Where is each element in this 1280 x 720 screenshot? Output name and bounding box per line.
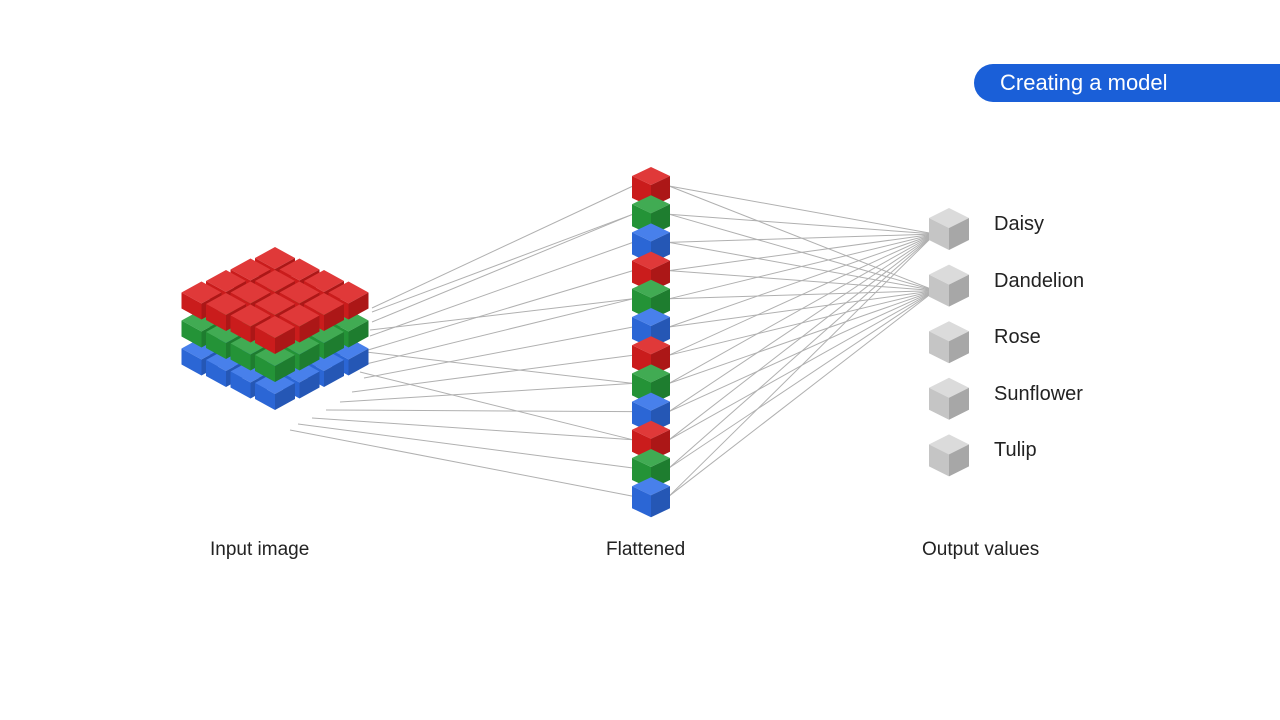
connection-input-to-flat (369, 298, 634, 331)
output-node-sunflower (929, 377, 969, 420)
connection-flat-to-output (668, 185, 936, 235)
input-image-cube (181, 247, 369, 410)
flattened-cell-blue (632, 223, 670, 264)
connection-input-to-flat (289, 429, 634, 497)
flattened-cell-blue (632, 477, 670, 518)
output-node-tulip (929, 434, 969, 477)
connection-flat-to-output (668, 185, 936, 292)
output-node-rose (929, 321, 969, 364)
connection-input-to-flat (369, 241, 634, 337)
connection-lines (289, 185, 936, 497)
caption-input-image: Input image (210, 539, 310, 560)
connection-input-to-flat (371, 185, 634, 309)
flattened-cell-blue (632, 392, 670, 433)
connection-flat-to-output (668, 290, 936, 441)
slide-title-badge: Creating a model (974, 64, 1280, 102)
input-voxel-blue (255, 372, 295, 410)
connection-input-to-flat (365, 351, 634, 384)
connection-input-to-flat (339, 382, 634, 403)
connection-input-to-flat (371, 213, 634, 323)
connection-flat-to-output (668, 290, 936, 384)
connection-flat-to-output (668, 290, 936, 497)
connection-input-to-flat (311, 417, 634, 441)
connection-input-to-flat (365, 298, 634, 365)
connection-input-to-flat (367, 270, 634, 351)
flattened-cell-green (632, 279, 670, 320)
flattened-cell-green (632, 449, 670, 489)
connection-flat-to-output (668, 290, 936, 469)
connection-input-to-flat (363, 326, 634, 379)
connection-flat-to-output (668, 213, 936, 235)
connection-input-to-flat (297, 423, 634, 469)
output-label-dandelion: Dandelion (994, 270, 1085, 292)
flattened-column (632, 167, 670, 518)
input-voxel-green (255, 344, 295, 382)
connection-flat-to-output (668, 290, 936, 328)
caption-output-values: Output values (922, 539, 1040, 560)
caption-flattened: Flattened (606, 539, 686, 560)
connection-flat-to-output (668, 290, 936, 413)
output-label-sunflower: Sunflower (994, 383, 1083, 405)
output-label-daisy: Daisy (994, 213, 1045, 235)
connection-flat-to-output (668, 290, 936, 356)
connection-flat-to-output (668, 270, 936, 292)
connection-flat-to-output (668, 241, 936, 292)
connection-input-to-flat (325, 409, 634, 413)
flattened-cell-green (632, 364, 670, 405)
output-node-daisy (929, 208, 969, 250)
connection-input-to-flat (371, 213, 634, 313)
slide-title: Creating a model (1000, 70, 1168, 95)
connection-input-to-flat (359, 371, 634, 441)
connection-flat-to-output (668, 290, 936, 300)
output-label-tulip: Tulip (994, 439, 1037, 461)
output-nodes (929, 208, 969, 477)
connection-flat-to-output (668, 213, 936, 292)
input-voxel-red (255, 316, 295, 354)
output-label-rose: Rose (994, 326, 1041, 348)
output-node-dandelion (929, 264, 969, 307)
connection-input-to-flat (351, 354, 634, 393)
